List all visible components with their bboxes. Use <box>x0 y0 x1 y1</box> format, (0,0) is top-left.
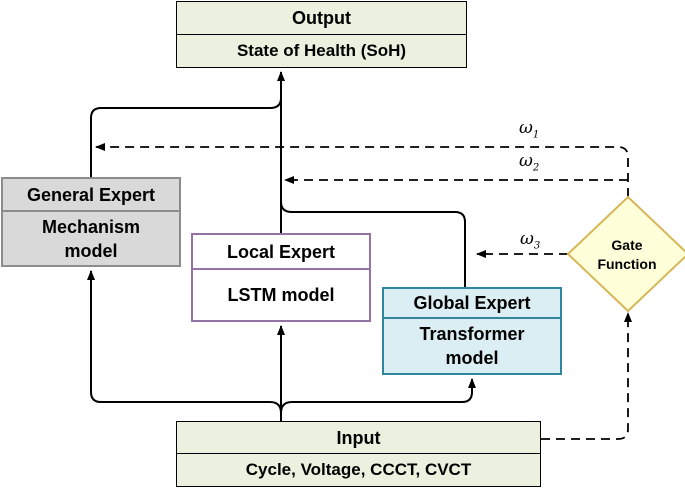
general-expert-model: Mechanism model <box>41 217 141 261</box>
weight-3-label: ω3 <box>520 229 541 252</box>
general-expert-title: General Expert <box>3 179 179 212</box>
gate-function-label: Gate Function <box>597 237 657 272</box>
general-expert-box: General Expert Mechanism model <box>1 177 181 267</box>
output-title: Output <box>177 2 466 35</box>
weight-2-label: ω2 <box>519 151 540 174</box>
gate-diamond <box>566 195 685 313</box>
output-subtitle: State of Health (SoH) <box>236 41 407 60</box>
general-to-output-line <box>90 97 282 177</box>
input-to-global-arrow <box>280 378 476 414</box>
weight-1-label: ω1 <box>519 118 540 141</box>
global-expert-title: Global Expert <box>384 289 560 319</box>
global-expert-box: Global Expert Transformer model <box>382 287 562 375</box>
local-expert-model: LSTM model <box>227 285 335 305</box>
local-expert-title: Local Expert <box>193 235 369 270</box>
global-to-output-line <box>280 201 466 287</box>
input-subtitle: Cycle, Voltage, CCCT, CVCT <box>245 460 472 479</box>
global-expert-model: Transformer model <box>419 324 525 368</box>
output-box: Output State of Health (SoH) <box>176 1 467 68</box>
input-box: Input Cycle, Voltage, CCCT, CVCT <box>176 421 541 487</box>
local-expert-box: Local Expert LSTM model <box>191 233 371 322</box>
input-title: Input <box>177 422 540 454</box>
weight-1-arrow <box>95 143 629 197</box>
input-to-gate-arrow <box>541 312 632 440</box>
